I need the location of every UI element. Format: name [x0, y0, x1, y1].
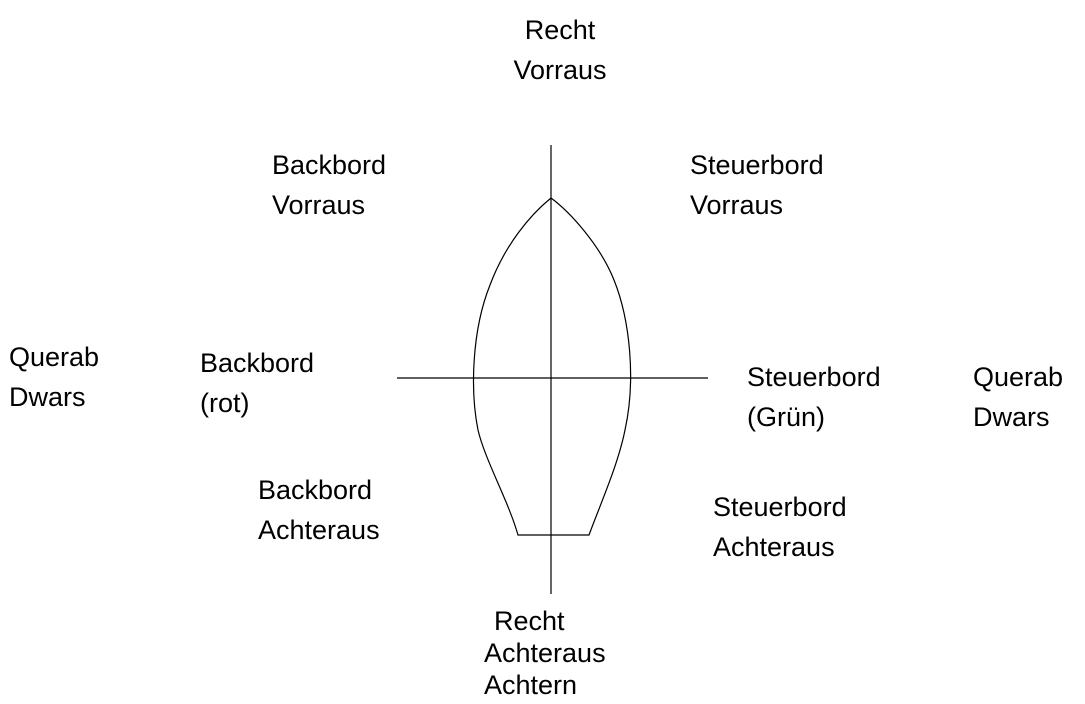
- label-port-quarter-line2: Achteraus: [258, 510, 380, 550]
- label-port-quarter-line1: Backbord: [258, 470, 380, 510]
- label-ahead-line1: Recht: [500, 10, 620, 50]
- label-port: Backbord (rot): [200, 343, 314, 423]
- label-abeam-left-line2: Dwars: [9, 377, 99, 417]
- label-port-bow-line1: Backbord: [272, 145, 386, 185]
- label-abeam-left: Querab Dwars: [9, 337, 99, 417]
- label-starboard-bow: Steuerbord Vorraus: [690, 145, 824, 225]
- label-port-bow-line2: Vorraus: [272, 185, 386, 225]
- label-port-line2: (rot): [200, 383, 314, 423]
- label-starboard-quarter-line1: Steuerbord: [713, 487, 847, 527]
- label-abeam-right: Querab Dwars: [973, 357, 1063, 437]
- label-starboard-bow-line2: Vorraus: [690, 185, 824, 225]
- label-astern: Recht Achteraus Achtern: [484, 605, 606, 701]
- label-starboard-line2: (Grün): [747, 397, 881, 437]
- boat-hull-outline: [474, 198, 631, 535]
- label-abeam-right-line1: Querab: [973, 357, 1063, 397]
- label-port-bow: Backbord Vorraus: [272, 145, 386, 225]
- label-abeam-left-line1: Querab: [9, 337, 99, 377]
- label-starboard-line1: Steuerbord: [747, 357, 881, 397]
- label-astern-line1: Recht: [484, 605, 606, 637]
- label-ahead-line2: Vorraus: [500, 50, 620, 90]
- label-ahead: Recht Vorraus: [500, 10, 620, 90]
- label-port-line1: Backbord: [200, 343, 314, 383]
- label-astern-line3: Achtern: [484, 669, 606, 701]
- label-starboard-bow-line1: Steuerbord: [690, 145, 824, 185]
- label-starboard-quarter: Steuerbord Achteraus: [713, 487, 847, 567]
- label-starboard-quarter-line2: Achteraus: [713, 527, 847, 567]
- label-abeam-right-line2: Dwars: [973, 397, 1063, 437]
- label-port-quarter: Backbord Achteraus: [258, 470, 380, 550]
- label-starboard: Steuerbord (Grün): [747, 357, 881, 437]
- label-astern-line2: Achteraus: [484, 637, 606, 669]
